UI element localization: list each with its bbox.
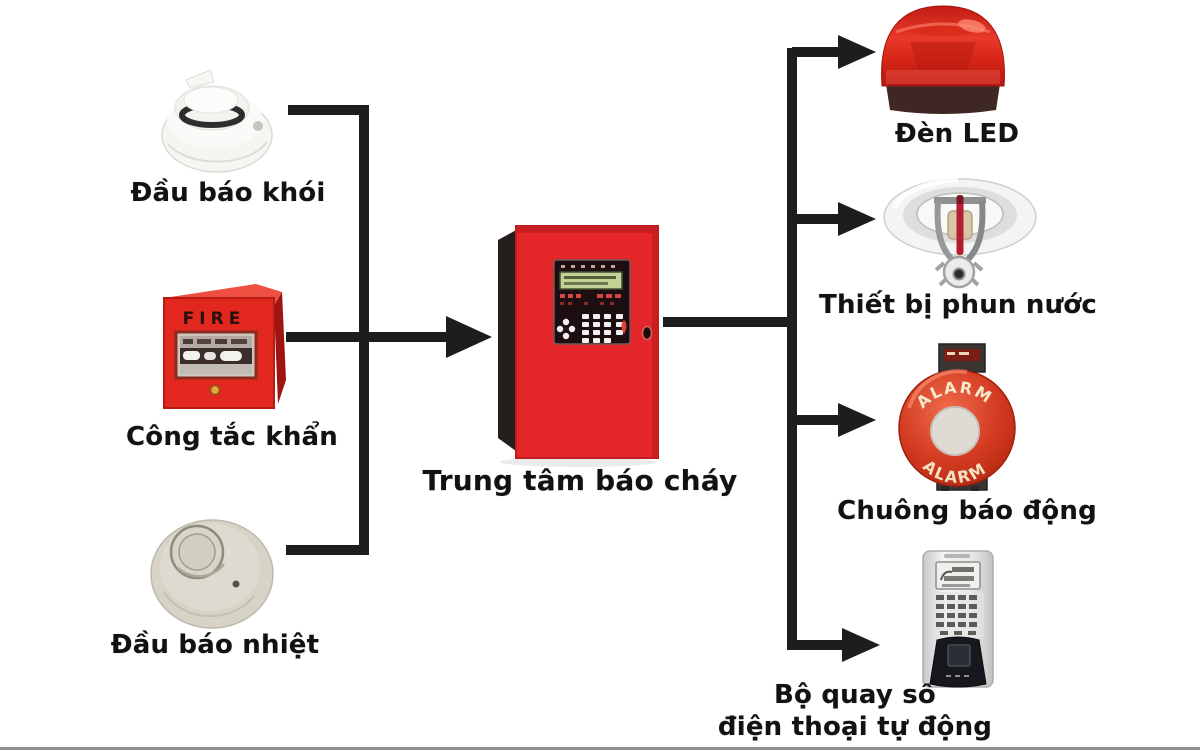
manual-call-point-image: FIRE — [163, 284, 286, 409]
bell-gong-center — [930, 406, 980, 456]
led-strobe-image — [881, 5, 1005, 114]
panel-drop-logo — [621, 320, 627, 334]
bottom-edge-bar — [0, 747, 1200, 750]
label-auto-dialer-line1: Bộ quay số — [774, 680, 936, 710]
alarm-bell-image: ALARM ALARM — [898, 343, 1016, 491]
control-panel-image — [498, 225, 659, 467]
panel-lcd-display — [559, 271, 623, 290]
detector-led-dot — [253, 121, 263, 131]
smoke-detector-image — [161, 69, 273, 173]
sprinkler-deflector-hub — [952, 267, 966, 281]
label-smoke-detector: Đầu báo khói — [130, 178, 326, 208]
label-auto-dialer: Bộ quay số điện thoại tự động — [685, 680, 1025, 743]
pull-station-screw — [209, 384, 221, 396]
label-heat-detector: Đầu báo nhiệt — [110, 630, 320, 660]
arrowhead-into-panel — [446, 316, 492, 358]
sprinkler-image — [883, 177, 1037, 289]
arrowhead-sprinkler — [838, 202, 876, 236]
arrowhead-led — [838, 35, 876, 69]
label-alarm-bell: Chuông báo động — [837, 496, 1097, 526]
label-led-light: Đèn LED — [894, 119, 1020, 149]
arrowhead-dialer — [842, 628, 880, 662]
label-sprinkler: Thiết bị phun nước — [819, 290, 1097, 320]
arrowhead-bell — [838, 403, 876, 437]
dialer-keypad — [936, 595, 977, 635]
panel-keyhole — [641, 325, 653, 341]
pull-station-fire-text: FIRE — [183, 309, 246, 329]
heat-detector-image — [150, 519, 274, 629]
label-control-panel: Trung tâm báo cháy — [422, 464, 738, 497]
dialer-sensor-window — [947, 644, 971, 667]
label-manual-call-point: Công tắc khẩn — [125, 422, 338, 452]
sprinkler-glass-bulb — [956, 195, 964, 255]
panel-keypad — [556, 314, 623, 343]
detector-vent-dot — [232, 580, 240, 588]
label-auto-dialer-line2: điện thoại tự động — [717, 711, 993, 742]
auto-dialer-image — [922, 550, 994, 688]
